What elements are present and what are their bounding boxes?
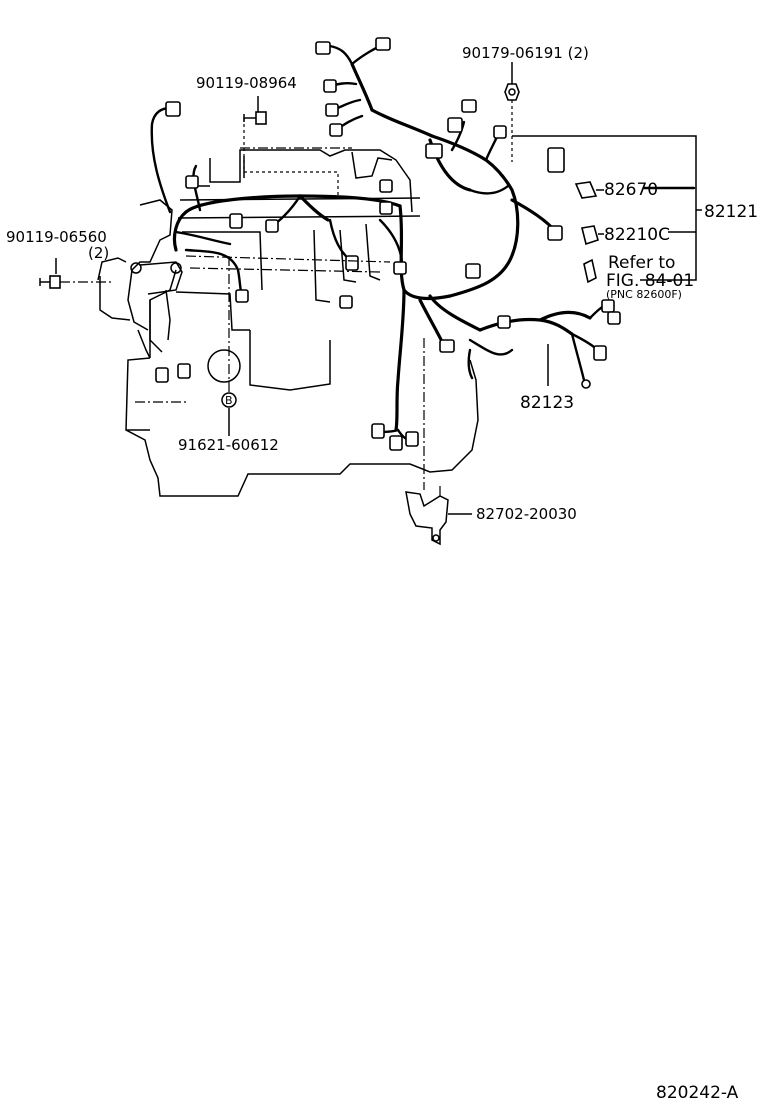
bracket-82702 — [405, 491, 449, 546]
label-refer-to: Refer to — [608, 253, 675, 273]
ground-bolt — [581, 379, 591, 389]
label-bolt-qty: (2) — [88, 244, 109, 262]
label-90179-06191: 90179-06191 (2) — [462, 44, 589, 62]
label-pnc-ref: (PNC 82600F) — [606, 288, 682, 301]
label-90119-06560: 90119-06560 — [6, 228, 107, 246]
connectors — [155, 37, 621, 451]
label-82123: 82123 — [520, 393, 574, 413]
diagram-id: 820242-A — [656, 1083, 739, 1103]
label-90119-08964: 90119-08964 — [196, 74, 297, 92]
label-82121: 82121 — [704, 202, 758, 222]
label-82670: 82670 — [604, 180, 658, 200]
clamp-82670 — [574, 181, 598, 199]
nut-90179-06191 — [504, 83, 520, 101]
bolt-90119-06560 — [39, 275, 61, 289]
wire-harness-82123 — [378, 302, 610, 442]
label-91621-60612: 91621-60612 — [178, 436, 279, 454]
label-82210c: 82210C — [604, 225, 670, 245]
label-82702-20030: 82702-20030 — [476, 505, 577, 523]
wire-harness-82121 — [150, 42, 558, 432]
engine-block — [125, 269, 479, 497]
refer-part — [583, 258, 597, 284]
front-pulley-area — [97, 199, 183, 359]
bolt-90119-08964 — [243, 111, 267, 125]
leader-lines — [55, 62, 702, 515]
clamp-b-marker — [221, 392, 237, 408]
label-clamp-b: B — [225, 394, 233, 407]
part-82210c — [581, 225, 599, 246]
label-fig-ref: FIG. 84-01 — [606, 271, 694, 291]
